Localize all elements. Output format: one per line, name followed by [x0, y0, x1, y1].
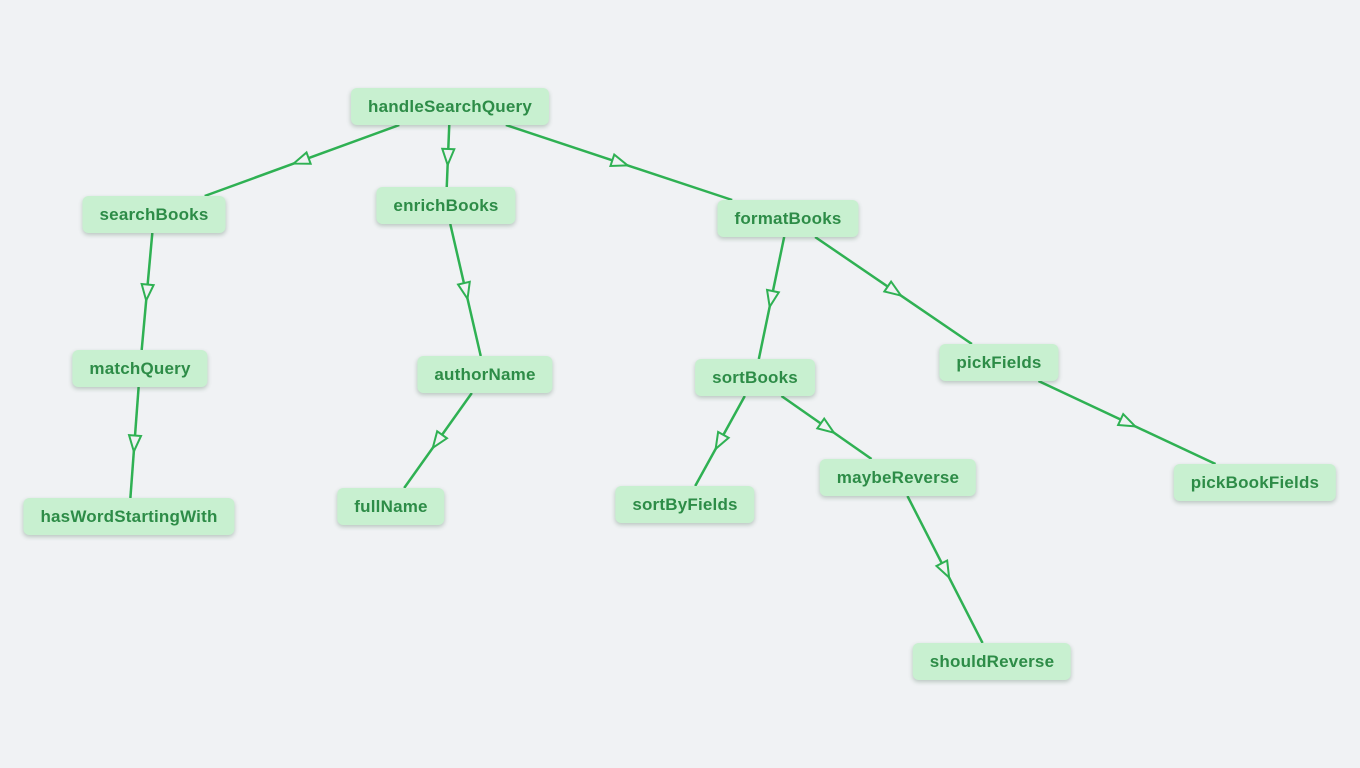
arrowhead-icon: [127, 433, 143, 455]
graph-node-pickFields: pickFields: [939, 344, 1059, 381]
graph-edge-formatBooks-to-sortBooks: [757, 236, 786, 360]
graph-node-matchQuery: matchQuery: [72, 350, 208, 387]
graph-node-authorName: authorName: [417, 356, 553, 393]
graph-node-handleSearchQuery: handleSearchQuery: [350, 88, 550, 125]
graph-edge-searchBooks-to-matchQuery: [140, 232, 156, 351]
graph-node-maybeReverse: maybeReverse: [819, 459, 977, 496]
graph-node-formatBooks: formatBooks: [717, 200, 859, 237]
graph-node-shouldReverse: shouldReverse: [912, 643, 1072, 680]
arrowhead-icon: [765, 288, 781, 310]
arrowhead-icon: [815, 416, 837, 435]
graph-node-hasWordStartingWith: hasWordStartingWith: [23, 498, 235, 535]
graph-edge-sortBooks-to-sortByFields: [694, 395, 746, 487]
arrowhead-icon: [456, 280, 471, 302]
graph-edge-authorName-to-fullName: [403, 392, 473, 489]
graph-edge-matchQuery-to-hasWordStartingWith: [127, 386, 143, 499]
arrowhead-icon: [1116, 412, 1138, 428]
graph-node-sortByFields: sortByFields: [615, 486, 755, 523]
graph-node-searchBooks: searchBooks: [82, 196, 226, 233]
graph-edge-formatBooks-to-pickFields: [814, 235, 973, 346]
graph-edge-handleSearchQuery-to-formatBooks: [505, 123, 733, 202]
arrowhead-icon: [882, 279, 904, 298]
arrowhead-icon: [440, 147, 456, 168]
arrowhead-icon: [140, 282, 156, 304]
graph-edge-sortBooks-to-maybeReverse: [780, 394, 873, 461]
graph-edge-pickFields-to-pickBookFields: [1037, 379, 1217, 466]
graph-edge-maybeReverse-to-shouldReverse: [906, 495, 984, 644]
arrowhead-icon: [714, 430, 731, 452]
arrowhead-icon: [934, 558, 951, 581]
arrowhead-icon: [290, 150, 313, 165]
graph-edge-handleSearchQuery-to-enrichBooks: [440, 124, 456, 188]
graph-node-enrichBooks: enrichBooks: [376, 187, 516, 224]
graph-node-sortBooks: sortBooks: [695, 359, 815, 396]
arrowhead-icon: [431, 429, 449, 451]
graph-edge-enrichBooks-to-authorName: [449, 223, 482, 357]
graph-node-fullName: fullName: [337, 488, 445, 525]
graph-edge-handleSearchQuery-to-searchBooks: [204, 123, 400, 198]
graph-node-pickBookFields: pickBookFields: [1173, 464, 1337, 501]
arrowhead-icon: [609, 152, 631, 168]
